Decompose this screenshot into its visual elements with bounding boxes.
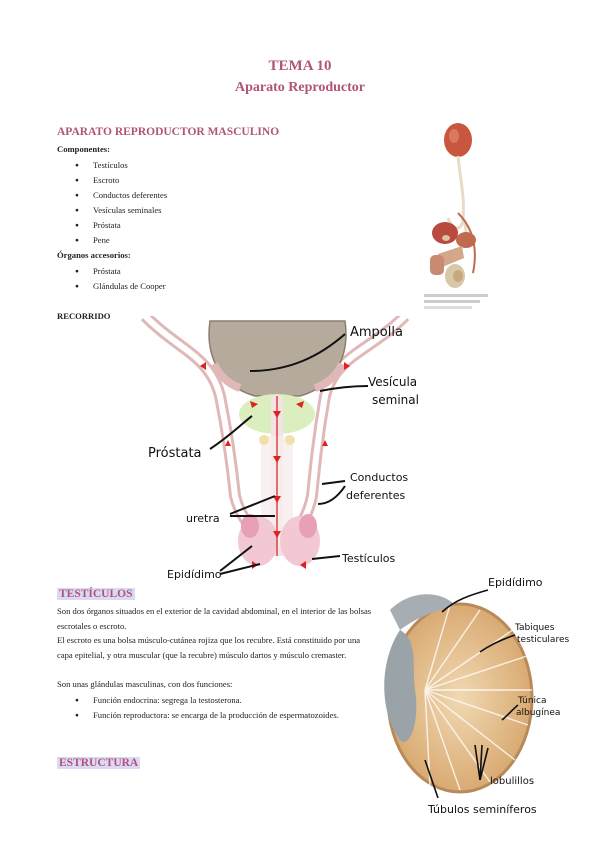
list-item: Glándulas de Cooper	[57, 279, 166, 294]
label-epididimo: Epidídimo	[167, 568, 222, 581]
componentes-label: Componentes:	[57, 144, 110, 154]
page-subtitle: Aparato Reproductor	[234, 80, 365, 95]
label-epididimo-2: Epidídimo	[488, 576, 543, 589]
list-item: Pene	[57, 233, 167, 248]
label-seminal: seminal	[372, 393, 419, 407]
recorrido-label: RECORRIDO	[57, 311, 111, 321]
label-vesicula: Vesícula	[368, 375, 417, 389]
paragraph-testiculos-1: Son dos órganos situados en el exterior …	[57, 606, 372, 631]
label-deferentes: deferentes	[346, 489, 405, 502]
label-prostata: Próstata	[148, 446, 202, 461]
label-tunica: Túnica	[517, 696, 547, 706]
list-item: Testículos	[57, 158, 167, 173]
label-tubulos: Túbulos seminíferos	[427, 803, 537, 816]
section-heading-testiculos: TESTÍCULOS	[57, 588, 135, 600]
label-ampolla: Ampolla	[350, 325, 403, 340]
accesorios-label: Órganos accesorios:	[57, 250, 131, 260]
label-testiculos: Testículos	[341, 552, 396, 565]
list-item: Próstata	[57, 264, 166, 279]
recorrido-diagram: Ampolla Vesícula seminal Próstata Conduc…	[140, 316, 419, 581]
list-item: Vesículas seminales	[57, 203, 167, 218]
list-item: Función reproductora: se encarga de la p…	[57, 708, 357, 723]
label-uretra: uretra	[186, 512, 220, 525]
paragraph-testiculos-3: Son unas glándulas masculinas, con dos f…	[57, 679, 233, 689]
male-anatomy-illustration	[424, 123, 488, 309]
list-item: Función endocrina: segrega la testostero…	[57, 693, 357, 708]
testicle-structure-diagram: Epidídimo Tabiques testiculares Túnica a…	[384, 576, 569, 816]
paragraph-testiculos-2: El escroto es una bolsa músculo-cutánea …	[57, 635, 361, 660]
list-item: Próstata	[57, 218, 167, 233]
componentes-list: Testículos Escroto Conductos deferentes …	[57, 158, 167, 248]
section-heading-masculino: APARATO REPRODUCTOR MASCULINO	[57, 126, 280, 138]
label-conductos: Conductos	[350, 471, 408, 484]
funciones-list: Función endocrina: segrega la testostero…	[57, 693, 357, 723]
list-item: Escroto	[57, 173, 167, 188]
label-lobulillos: lobulillos	[490, 776, 534, 787]
section-heading-estructura: ESTRUCTURA	[57, 757, 141, 769]
label-tabiques: Tabiques	[514, 623, 555, 633]
heading-highlight: TESTÍCULOS	[57, 588, 135, 600]
label-testiculares: testiculares	[517, 635, 569, 645]
heading-highlight: ESTRUCTURA	[57, 757, 141, 769]
page-title: TEMA 10	[268, 58, 332, 74]
accesorios-list: Próstata Glándulas de Cooper	[57, 264, 166, 294]
label-albuginea: albugínea	[516, 708, 560, 718]
list-item: Conductos deferentes	[57, 188, 167, 203]
